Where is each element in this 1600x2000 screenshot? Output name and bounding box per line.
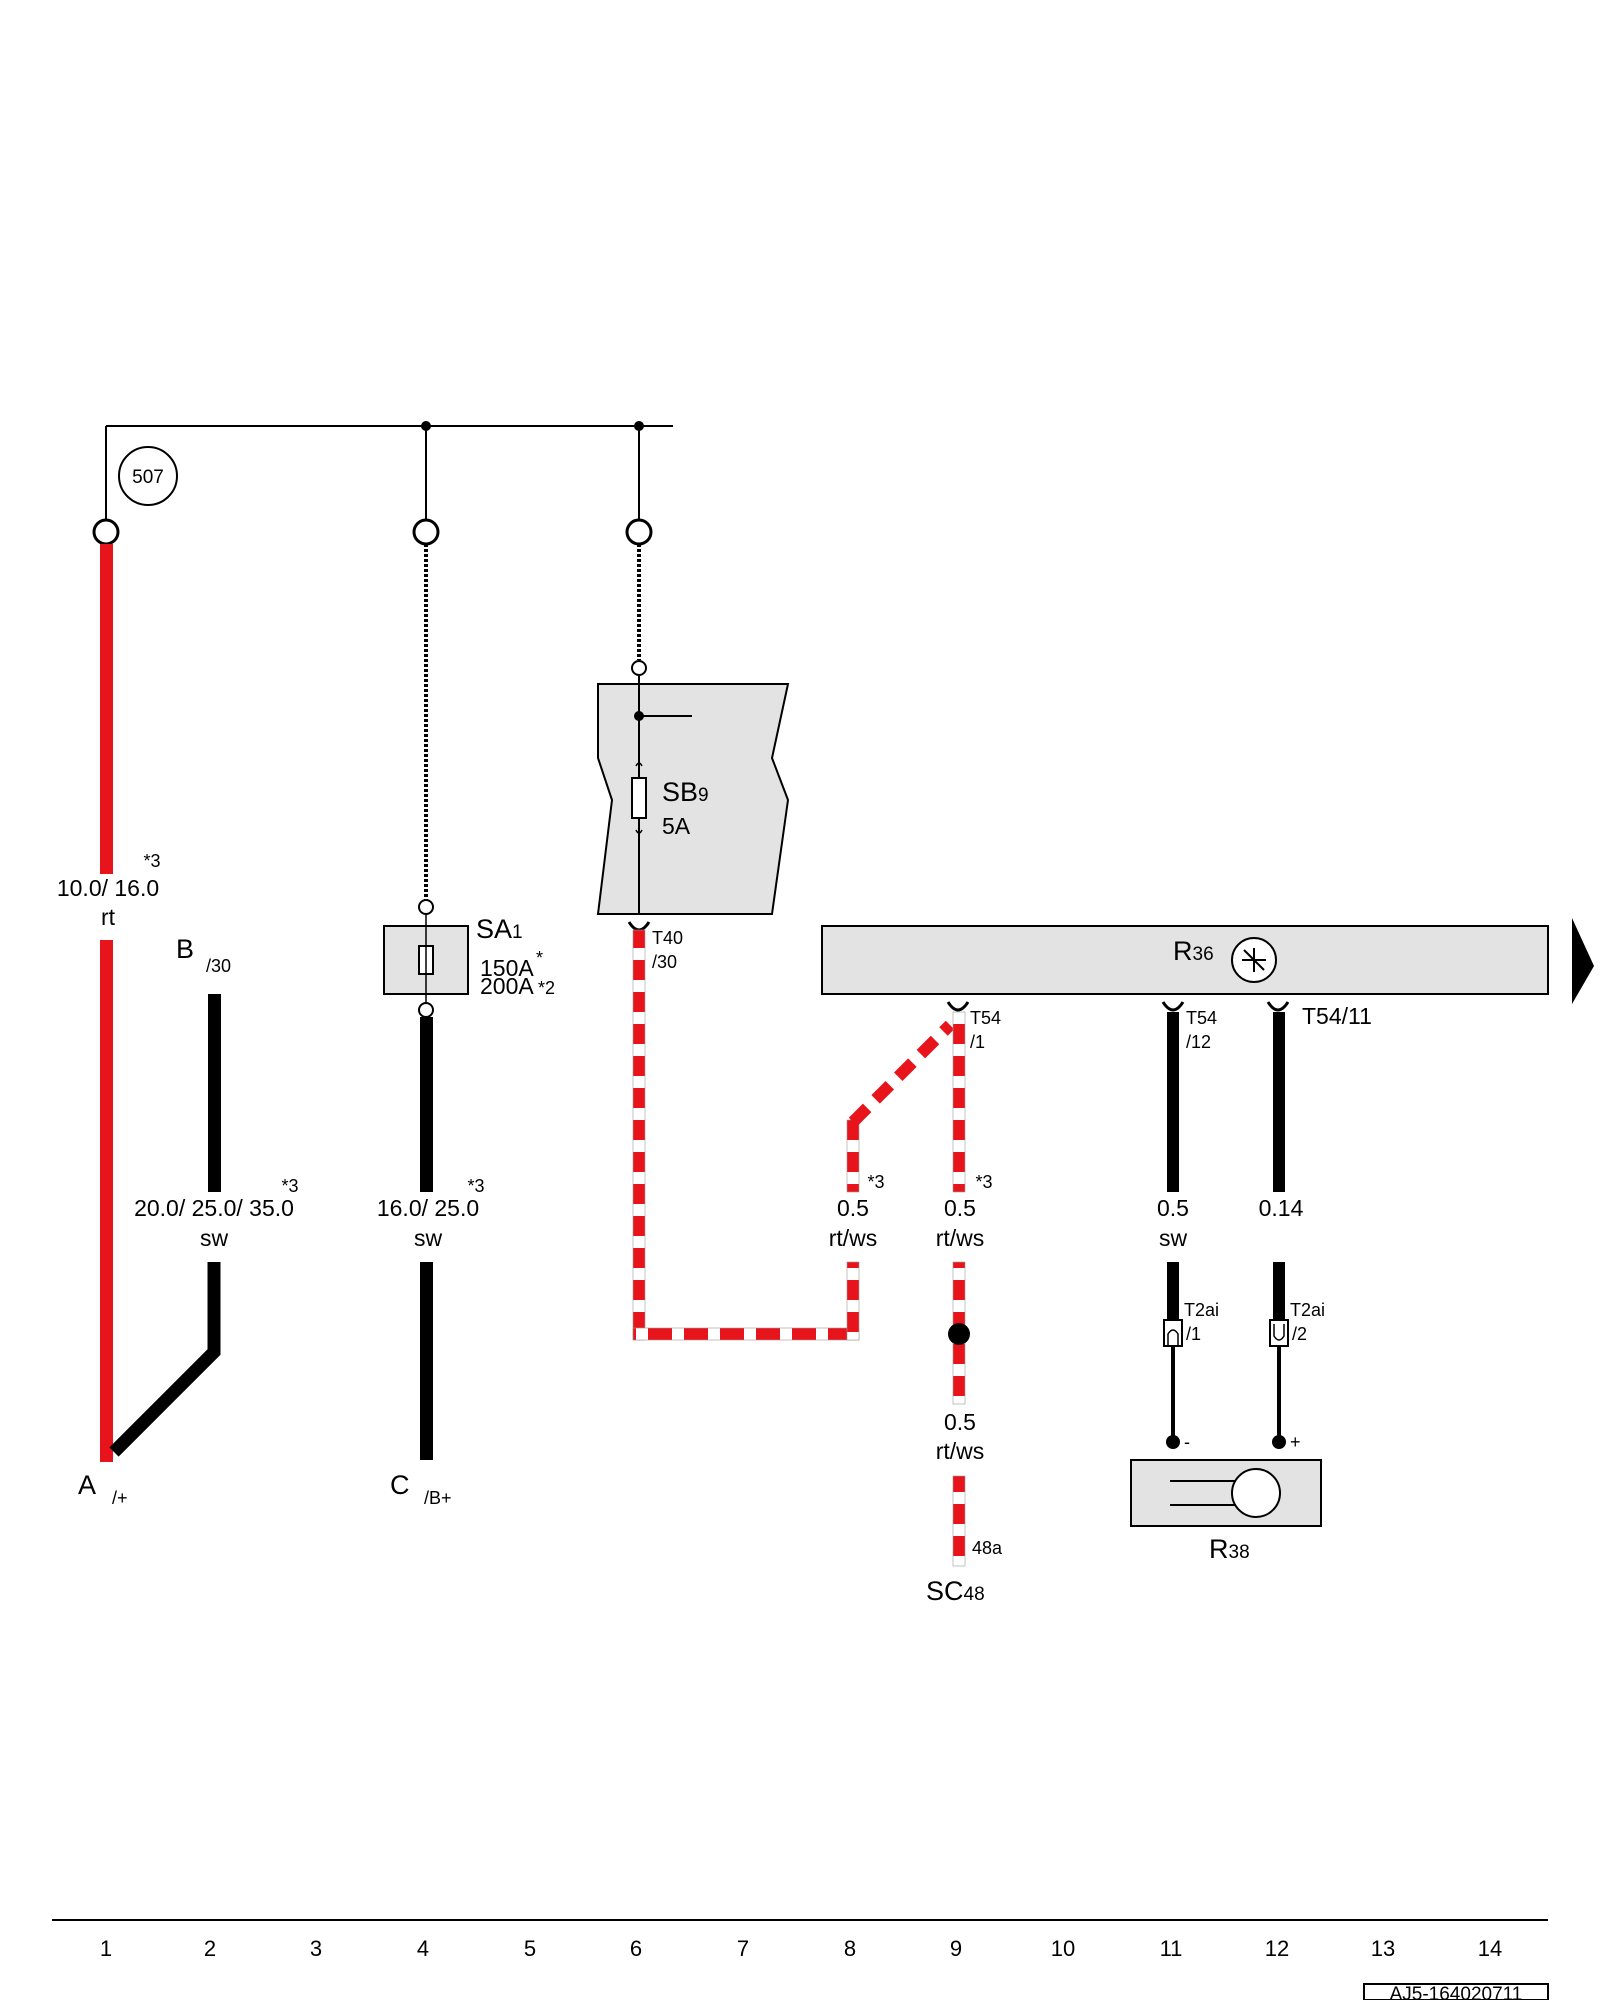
wire-col9-redwhite [948,1011,970,1567]
connector-t54-11 [1266,1001,1290,1012]
wire-col2-note: *3 [281,1176,298,1196]
component-r36 [821,925,1549,995]
column-number: 1 [100,1936,112,1961]
connector-t40 [627,921,651,932]
wire-col4-note: *3 [467,1176,484,1196]
junction-507: 507 [118,446,178,506]
wire-col6-upper [631,544,647,676]
column-number: 7 [737,1936,749,1961]
diagram-code: AJ5-164020711 [1390,1984,1523,2000]
sa1-rating1-note: * [536,948,543,968]
sa1-rating2: 200A [480,973,534,999]
column-number: 14 [1478,1936,1502,1961]
wire-col9-color: rt/ws [936,1225,985,1251]
wire-col9b-size: 0.5 [944,1409,976,1435]
wire-col9-size: 0.5 [944,1195,976,1221]
wire-col9b-color: rt/ws [936,1438,985,1464]
sb9-label: SB9 [662,777,709,807]
t2ai-2-code: T2ai [1290,1300,1325,1320]
wire-col1-note: *3 [143,851,160,871]
t2ai-2-pin: /2 [1292,1324,1307,1344]
terminal-b-sub: /30 [206,956,231,976]
wire-col11-color: sw [1159,1225,1188,1251]
diagram-code-box [1363,1983,1549,2000]
column-number: 6 [630,1936,642,1961]
junction-507-label: 507 [132,467,164,488]
column-number: 5 [524,1936,536,1961]
wire-col2-color: sw [200,1225,229,1251]
sa1-label: SA1 [476,914,523,944]
wire-col8-color: rt/ws [829,1225,878,1251]
fuse-sa1 [383,914,469,1018]
terminal-a-sub: /+ [112,1488,128,1508]
wire-col12-size: 0.14 [1259,1195,1304,1221]
wire-col8-note: *3 [867,1172,884,1192]
r36-label: R36 [1173,936,1214,966]
t40-code: T40 [652,928,683,948]
column-number: 10 [1051,1936,1075,1961]
terminal-circle-col1 [92,518,120,546]
connector-t54-12 [1161,1001,1185,1012]
terminal-circle-col6 [625,518,653,546]
wire-col1-color: rt [101,904,116,930]
wire-col1-red [100,544,113,1462]
column-number: 3 [310,1936,322,1961]
t2ai-1-pin: /1 [1186,1324,1201,1344]
wire-col4-color: sw [414,1225,443,1251]
component-r38 [1130,1459,1322,1527]
continue-arrow-icon [1572,918,1594,1004]
terminal-c-letter: C [390,1470,410,1500]
column-number: 11 [1160,1936,1183,1961]
terminal-circle-col4 [412,518,440,546]
t40-pin: /30 [652,952,677,972]
sa1-rating2-note: *2 [538,978,555,998]
wire-col2-size: 20.0/ 25.0/ 35.0 [134,1195,294,1221]
sc48-label: SC48 [926,1576,985,1606]
column-number: 8 [844,1936,856,1961]
t2ai-1-code: T2ai [1184,1300,1219,1320]
column-number: 12 [1265,1936,1289,1961]
wire-col8-size: 0.5 [837,1195,869,1221]
wire-col4-upper [418,544,434,915]
t54-1-pin: /1 [970,1032,985,1052]
column-number: 13 [1371,1936,1395,1961]
fuse-box-sb9 [596,676,790,915]
sa1-rating1: 150A [480,955,534,981]
r38-plus: + [1290,1432,1301,1452]
t54-11-label: T54/11 [1302,1003,1372,1029]
column-number: 4 [417,1936,429,1961]
r38-label: R38 [1209,1534,1250,1564]
wire-col2-black [109,994,221,1457]
sb9-rating: 5A [662,813,691,839]
wire-col6-col8-redwhite [632,929,955,1341]
terminal-a-letter: A [78,1470,96,1500]
terminal-c-sub: /B+ [424,1488,452,1508]
t54-1-code: T54 [970,1008,1001,1028]
wire-col9-note: *3 [975,1172,992,1192]
top-bus [105,421,673,520]
column-number: 2 [204,1936,216,1961]
connector-t54-1 [946,1001,970,1012]
r38-minus: - [1184,1432,1190,1452]
wire-col11-black [1163,1012,1183,1449]
wire-col11-size: 0.5 [1157,1195,1189,1221]
terminal-b-letter: B [176,934,194,964]
column-number: 9 [950,1936,962,1961]
t54-12-pin: /12 [1186,1032,1211,1052]
wire-col12-black [1269,1012,1289,1449]
sc48-pin: 48a [972,1538,1003,1558]
t54-12-code: T54 [1186,1008,1217,1028]
wire-col1-size: 10.0/ 16.0 [57,875,159,901]
wire-col4-black [420,1017,433,1460]
wire-col4-size: 16.0/ 25.0 [377,1195,479,1221]
